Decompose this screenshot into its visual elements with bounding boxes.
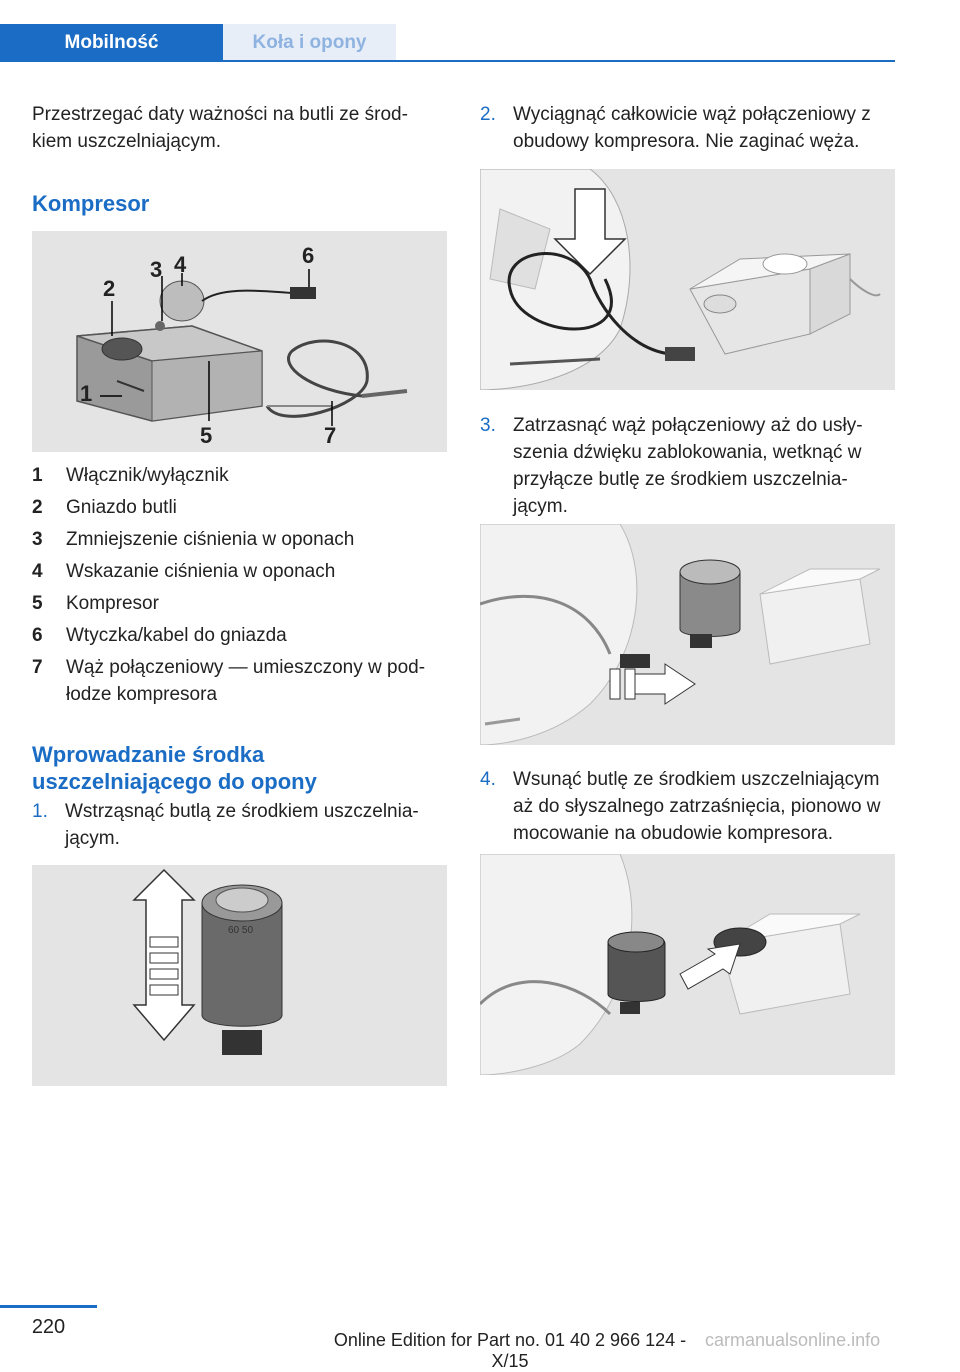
edition-text: Online Edition for Part no. 01 40 2 966 … bbox=[333, 1330, 687, 1371]
callout-5: 5 bbox=[200, 423, 213, 448]
step-4: 4. Wsunąć butlę ze środkiem uszczelniają… bbox=[480, 766, 895, 847]
callout-3: 3 bbox=[150, 257, 163, 282]
watermark: carmanualsonline.info bbox=[705, 1330, 881, 1350]
legend-label: Wąż połączeniowy — umieszczony w pod-łod… bbox=[66, 657, 426, 705]
legend-item: 1 Włącznik/wyłącznik bbox=[32, 462, 447, 489]
callout-4: 4 bbox=[174, 252, 187, 277]
callout-2: 2 bbox=[103, 276, 116, 301]
legend-number: 2 bbox=[32, 497, 43, 518]
callout-1: 1 bbox=[80, 381, 93, 406]
legend-item: 7 Wąż połączeniowy — umieszczony w pod-ło… bbox=[32, 654, 447, 708]
step-2: 2. Wyciągnąć całkowicie wąż połączeniowy… bbox=[480, 101, 895, 155]
legend-label: Wskazanie ciśnienia w oponach bbox=[66, 561, 336, 582]
compressor-illustration bbox=[76, 269, 408, 426]
legend-item: 6 Wtyczka/kabel do gniazda bbox=[32, 622, 447, 649]
intro-text: Przestrzegać daty ważności na butli ze ś… bbox=[32, 104, 408, 152]
page-number: 220 bbox=[31, 1316, 66, 1338]
figure-shake-bottle: 60 50 bbox=[32, 865, 447, 1086]
legend-number: 1 bbox=[32, 465, 43, 486]
figure-compressor: 1 2 3 4 5 6 7 bbox=[32, 231, 447, 452]
step-number: 3. bbox=[480, 415, 496, 436]
callout-7: 7 bbox=[324, 423, 337, 448]
legend-label: Kompresor bbox=[66, 593, 159, 614]
legend-label: Gniazdo butli bbox=[66, 497, 177, 518]
legend-label: Zmniejszenie ciśnienia w oponach bbox=[66, 529, 355, 550]
step-number: 1. bbox=[32, 801, 48, 822]
step-number: 2. bbox=[480, 104, 496, 125]
pull-hose-illustration bbox=[479, 168, 881, 391]
step-text: Wyciągnąć całkowicie wąż połączeniowy z … bbox=[513, 104, 871, 152]
legend-number: 5 bbox=[32, 593, 43, 614]
step-number: 4. bbox=[480, 769, 496, 790]
header-rule bbox=[0, 60, 895, 62]
legend-number: 6 bbox=[32, 625, 43, 646]
bottle-label: 60 50 bbox=[228, 925, 254, 936]
legend-number: 7 bbox=[32, 657, 43, 678]
heading-wprowadzanie: Wprowadzanie środka uszczelniającego do … bbox=[32, 742, 317, 794]
legend-label: Wtyczka/kabel do gniazda bbox=[66, 625, 287, 646]
figure-pull-hose bbox=[479, 168, 895, 391]
shake-bottle-illustration bbox=[132, 868, 283, 1055]
step-text: Wsunąć butlę ze środkiem uszczelniającym… bbox=[513, 769, 881, 844]
legend-item: 2 Gniazdo butli bbox=[32, 494, 447, 521]
legend-list: 1 Włącznik/wyłącznik 2 Gniazdo butli 3 Zmni… bbox=[32, 462, 447, 713]
legend-item: 5 Kompresor bbox=[32, 590, 447, 617]
step-3: 3. Zatrzasnąć wąż połączeniowy aż do usł… bbox=[480, 412, 895, 520]
legend-number: 3 bbox=[32, 529, 43, 550]
connect-hose-illustration bbox=[479, 523, 881, 746]
figure-connect-hose bbox=[479, 523, 895, 746]
step-text: Zatrzasnąć wąż połączeniowy aż do usły-s… bbox=[513, 415, 863, 517]
step-1: 1. Wstrząsnąć butlą ze środkiem uszczeln… bbox=[32, 798, 447, 852]
legend-number: 4 bbox=[32, 561, 43, 582]
insert-bottle-illustration bbox=[478, 853, 861, 1076]
legend-item: 3 Zmniejszenie ciśnienia w oponach bbox=[32, 526, 447, 553]
heading-kompresor: Kompresor bbox=[32, 191, 150, 216]
tab-kola-i-opony[interactable]: Koła i opony bbox=[223, 24, 396, 62]
tab-mobilnosc[interactable]: Mobilność bbox=[0, 24, 223, 62]
figure-insert-bottle bbox=[478, 853, 895, 1076]
legend-item: 4 Wskazanie ciśnienia w oponach bbox=[32, 558, 447, 585]
footer-rule bbox=[0, 1305, 97, 1308]
callout-6: 6 bbox=[302, 243, 315, 268]
step-text: Wstrząsnąć butlą ze środkiem uszczelnia-… bbox=[65, 801, 419, 849]
legend-label: Włącznik/wyłącznik bbox=[66, 465, 229, 486]
